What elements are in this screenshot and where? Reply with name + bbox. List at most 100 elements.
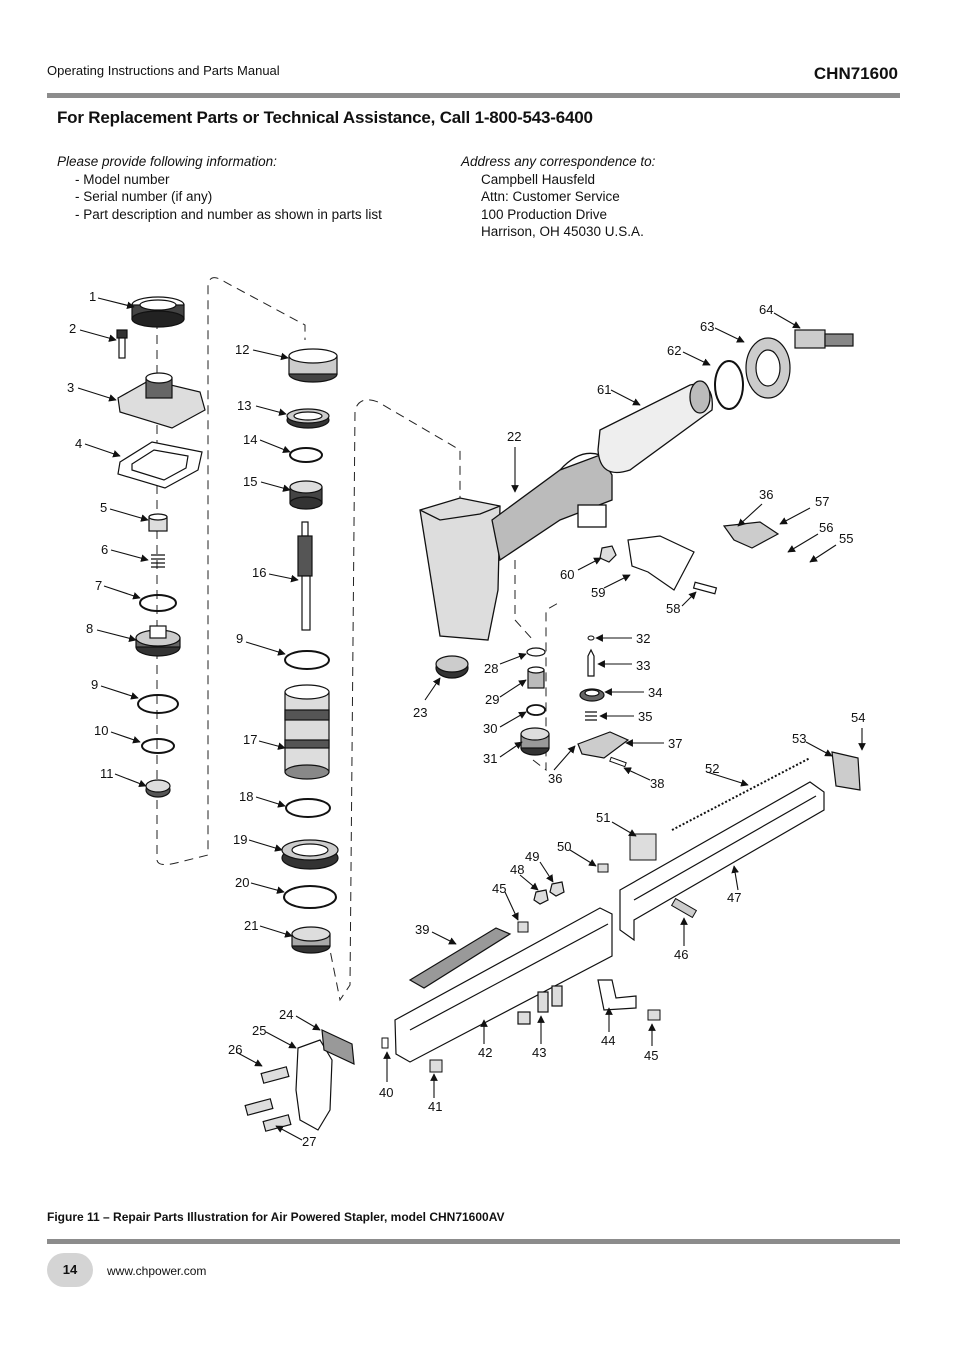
callout: 9 [91,677,98,692]
info-item: - Part description and number as shown i… [75,206,382,222]
address-line: Attn: Customer Service [481,189,620,205]
address-line: Campbell Hausfeld [481,171,596,187]
part-19 [281,839,339,870]
callout: 5 [100,500,107,515]
part-38-pin [609,756,627,768]
part-39-rail [408,927,512,989]
part-53-endplate [831,751,861,791]
callout: 58 [666,601,680,616]
part-41-bolt [429,1059,443,1073]
callout: 61 [597,382,611,397]
address-heading: Address any correspondence to: [461,154,656,169]
callout: 32 [636,631,650,646]
part-25-noseplate [295,1039,333,1131]
part-22-body [419,452,613,641]
callout: 3 [67,380,74,395]
part-63 [745,337,791,399]
callout: 60 [560,567,574,582]
model-number: CHN71600 [813,64,898,83]
part-6 [151,554,165,568]
callout: 2 [69,321,76,336]
callout: 50 [557,839,571,854]
callout: 29 [485,692,499,707]
part-46-pin [670,897,698,919]
part-18 [285,798,331,818]
part-2 [116,329,128,359]
part-7 [139,594,177,612]
callout: 4 [75,436,82,451]
leader-arrows [77,297,866,1141]
callout: 38 [650,776,664,791]
callout: 16 [252,565,266,580]
callout: 31 [483,751,497,766]
part-58-screw [692,581,718,595]
callout: 45 [492,881,506,896]
part-34 [579,688,605,702]
part-64-fitting [794,329,854,349]
callout: 57 [815,494,829,509]
callout: 41 [428,1099,442,1114]
callout: 18 [239,789,253,804]
part-33 [587,648,595,677]
callout: 45 [644,1048,658,1063]
callout: 59 [591,585,605,600]
part-21 [291,926,331,954]
callout: 37 [668,736,682,751]
part-5 [148,513,168,532]
part-14 [289,447,323,463]
callout: 1 [89,289,96,304]
info-item: - Serial number (if any) [75,189,213,205]
part-12 [288,348,338,383]
part-59-bracket [627,535,695,591]
part-9-b [284,650,330,670]
callout: 26 [228,1042,242,1057]
part-17 [284,684,330,780]
callout: 15 [243,474,257,489]
part-3 [117,372,206,429]
part-44-bracket [597,979,637,1011]
part-62 [714,360,744,410]
part-52-spring [671,757,811,831]
part-28 [526,647,546,657]
callout: 28 [484,661,498,676]
callout: 44 [601,1033,615,1048]
callout: 10 [94,723,108,738]
part-61-tube [597,380,713,474]
page-title: For Replacement Parts or Technical Assis… [57,108,593,127]
callout: 30 [483,721,497,736]
callout: 54 [851,710,865,725]
part-48-49-hardware [533,881,565,905]
callout: 33 [636,658,650,673]
info-item: - Model number [75,171,170,187]
header-rule [47,93,900,98]
part-20 [283,885,337,909]
callout: 39 [415,922,429,937]
part-29 [527,666,545,689]
callout: 7 [95,578,102,593]
callout: 13 [237,398,251,413]
part-45-top [517,921,529,933]
callout: 51 [596,810,610,825]
part-11 [145,779,171,798]
part-47-magazine [619,781,825,942]
part-45-screw [647,1009,661,1021]
callout: 14 [243,432,257,447]
part-9 [137,694,179,714]
callout: 53 [792,731,806,746]
part-50-nut [597,863,609,873]
part-30 [526,704,546,716]
callout: 24 [279,1007,293,1022]
callout: 43 [532,1045,546,1060]
part-4 [117,441,203,489]
callout: 23 [413,705,427,720]
part-23 [435,655,469,679]
callout: 20 [235,875,249,890]
callout: 49 [525,849,539,864]
callout: 56 [819,520,833,535]
part-51-block [629,833,657,861]
callout: 19 [233,832,247,847]
callout: 34 [648,685,662,700]
manual-title: Operating Instructions and Parts Manual [47,63,280,78]
part-16 [297,521,313,631]
